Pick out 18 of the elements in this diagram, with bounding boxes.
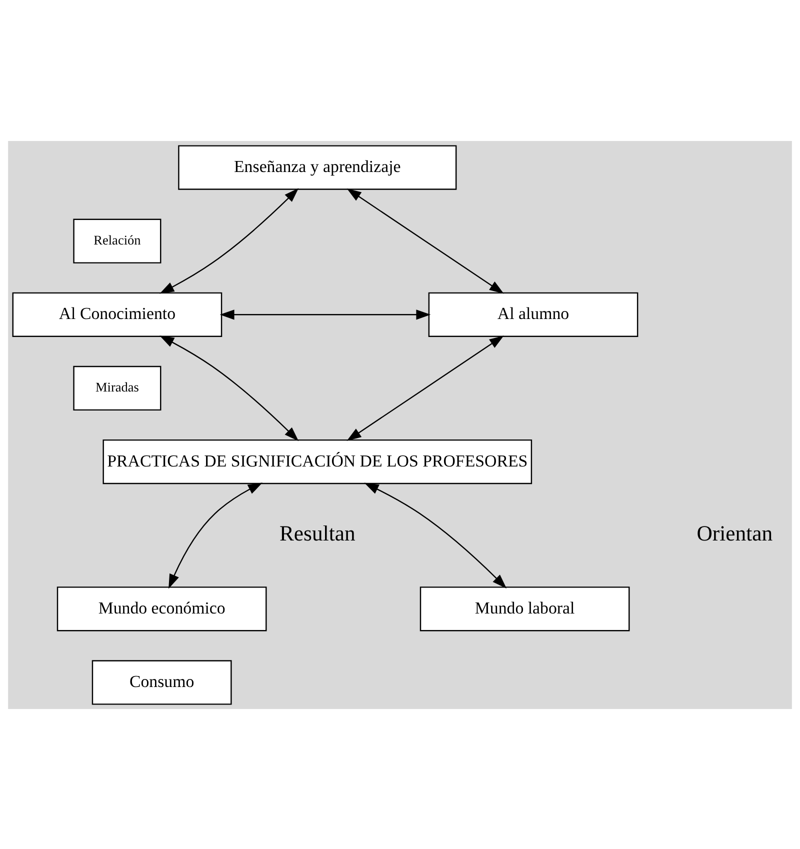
node-box: Mundo económico <box>56 586 267 631</box>
arrow <box>346 335 504 440</box>
node-box: Relación <box>73 218 162 263</box>
arrow <box>160 335 299 441</box>
node-box: Mundo laboral <box>420 586 630 631</box>
node-box: Al alumno <box>428 292 638 336</box>
node-box: Al Conocimiento <box>12 292 222 336</box>
arrow <box>168 482 262 588</box>
label: Resultan <box>279 521 356 546</box>
arrow <box>220 309 431 320</box>
arrow <box>160 188 299 294</box>
arrow <box>364 482 507 588</box>
label: Orientan <box>696 521 773 546</box>
node-box: Consumo <box>92 660 232 704</box>
node-box: Miradas <box>73 365 162 410</box>
node-box: PRACTICAS DE SIGNIFICACIÓN DE LOS PROFESORES <box>102 438 532 484</box>
arrow <box>346 188 504 294</box>
node-box: Enseñanza y aprendizaje <box>178 144 457 190</box>
